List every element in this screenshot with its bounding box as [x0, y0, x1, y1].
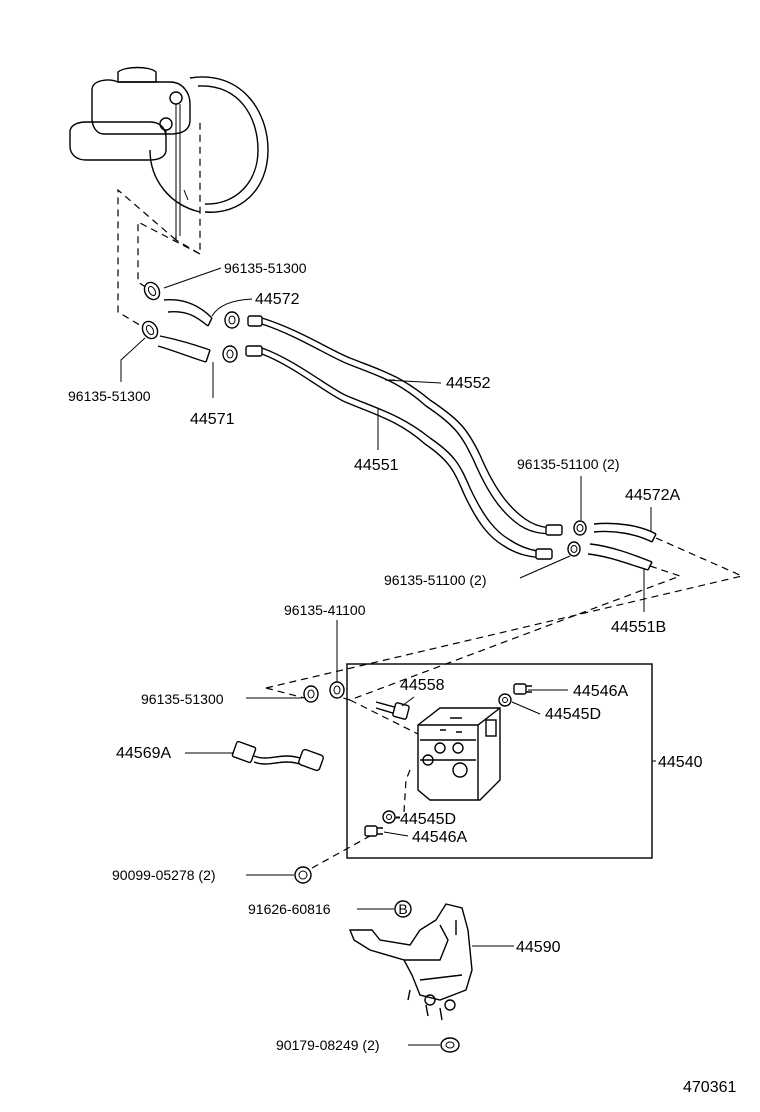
nut-90099 — [294, 866, 312, 884]
hose-44551b — [587, 543, 653, 571]
label-clamp-mid: 96135-51300 — [141, 691, 224, 707]
hose-44572a — [593, 522, 657, 543]
label-hose-44572: 44572 — [255, 291, 300, 308]
bolt-44546a-bottom — [364, 825, 383, 837]
reference-line — [137, 221, 201, 291]
reference-line — [117, 118, 201, 331]
brake-pipe-44552 — [247, 315, 563, 536]
clamp-44572-end — [224, 311, 240, 329]
clamp-left — [141, 320, 159, 340]
sensor-44558 — [375, 701, 410, 720]
label-bolt-44546a-top: 44546A — [573, 683, 628, 700]
actuator-block — [417, 707, 501, 801]
drawing-number: 470361 — [683, 1079, 736, 1096]
brake-booster-assembly — [69, 66, 269, 240]
label-assembly-44540: 44540 — [658, 754, 703, 771]
harness-44569a — [231, 740, 324, 772]
bolt-44546a-top — [513, 683, 532, 695]
label-clamp-top: 96135-51300 — [224, 260, 307, 276]
bracket-44590 — [348, 903, 473, 1021]
label-bolt-91626: 91626-60816 — [248, 901, 331, 917]
clamp-41100 — [329, 681, 345, 699]
bolt-91626: B — [394, 900, 412, 918]
hose-44571 — [157, 335, 211, 363]
seal-44545d-top — [498, 693, 512, 707]
label-seal-44545d-top: 44545D — [545, 706, 601, 723]
label-hose-44572a: 44572A — [625, 487, 680, 504]
label-pipe-44552: 44552 — [446, 375, 491, 392]
label-nut-90179: 90179-08249 (2) — [276, 1037, 380, 1053]
label-hose-44571: 44571 — [190, 411, 235, 428]
label-seal-44545d-bottom: 44545D — [400, 811, 456, 828]
label-nut-90099: 90099-05278 (2) — [112, 867, 216, 883]
reference-line — [403, 769, 411, 813]
label-hose-44551b: 44551B — [611, 619, 666, 636]
brake-pipe-44551 — [245, 345, 553, 560]
hose-44572 — [163, 299, 213, 327]
label-clamp-41100: 96135-41100 — [284, 602, 366, 618]
seal-44545d-bottom — [382, 810, 396, 824]
label-clamp-right-upper: 96135-51100 (2) — [517, 456, 619, 472]
label-harness-44569a: 44569A — [116, 745, 171, 762]
leader-lines — [120, 267, 656, 1046]
label-bolt-44546a-bottom: 44546A — [412, 829, 467, 846]
reference-line — [265, 537, 744, 701]
label-bracket-44590: 44590 — [516, 939, 561, 956]
label-pipe-44551: 44551 — [354, 457, 399, 474]
clamp-44571-end — [222, 345, 238, 363]
reference-line — [311, 835, 371, 869]
bolt-marker-icon: B — [398, 901, 407, 917]
nut-90179 — [440, 1037, 460, 1053]
clamp-upper — [143, 281, 161, 301]
label-clamp-left: 96135-51300 — [68, 388, 151, 404]
label-clamp-right-lower: 96135-51100 (2) — [384, 572, 486, 588]
clamp-mid — [303, 685, 319, 703]
label-sensor-44558: 44558 — [400, 677, 445, 694]
clamp-right-lower — [567, 541, 581, 557]
clamp-right-upper — [573, 520, 587, 536]
